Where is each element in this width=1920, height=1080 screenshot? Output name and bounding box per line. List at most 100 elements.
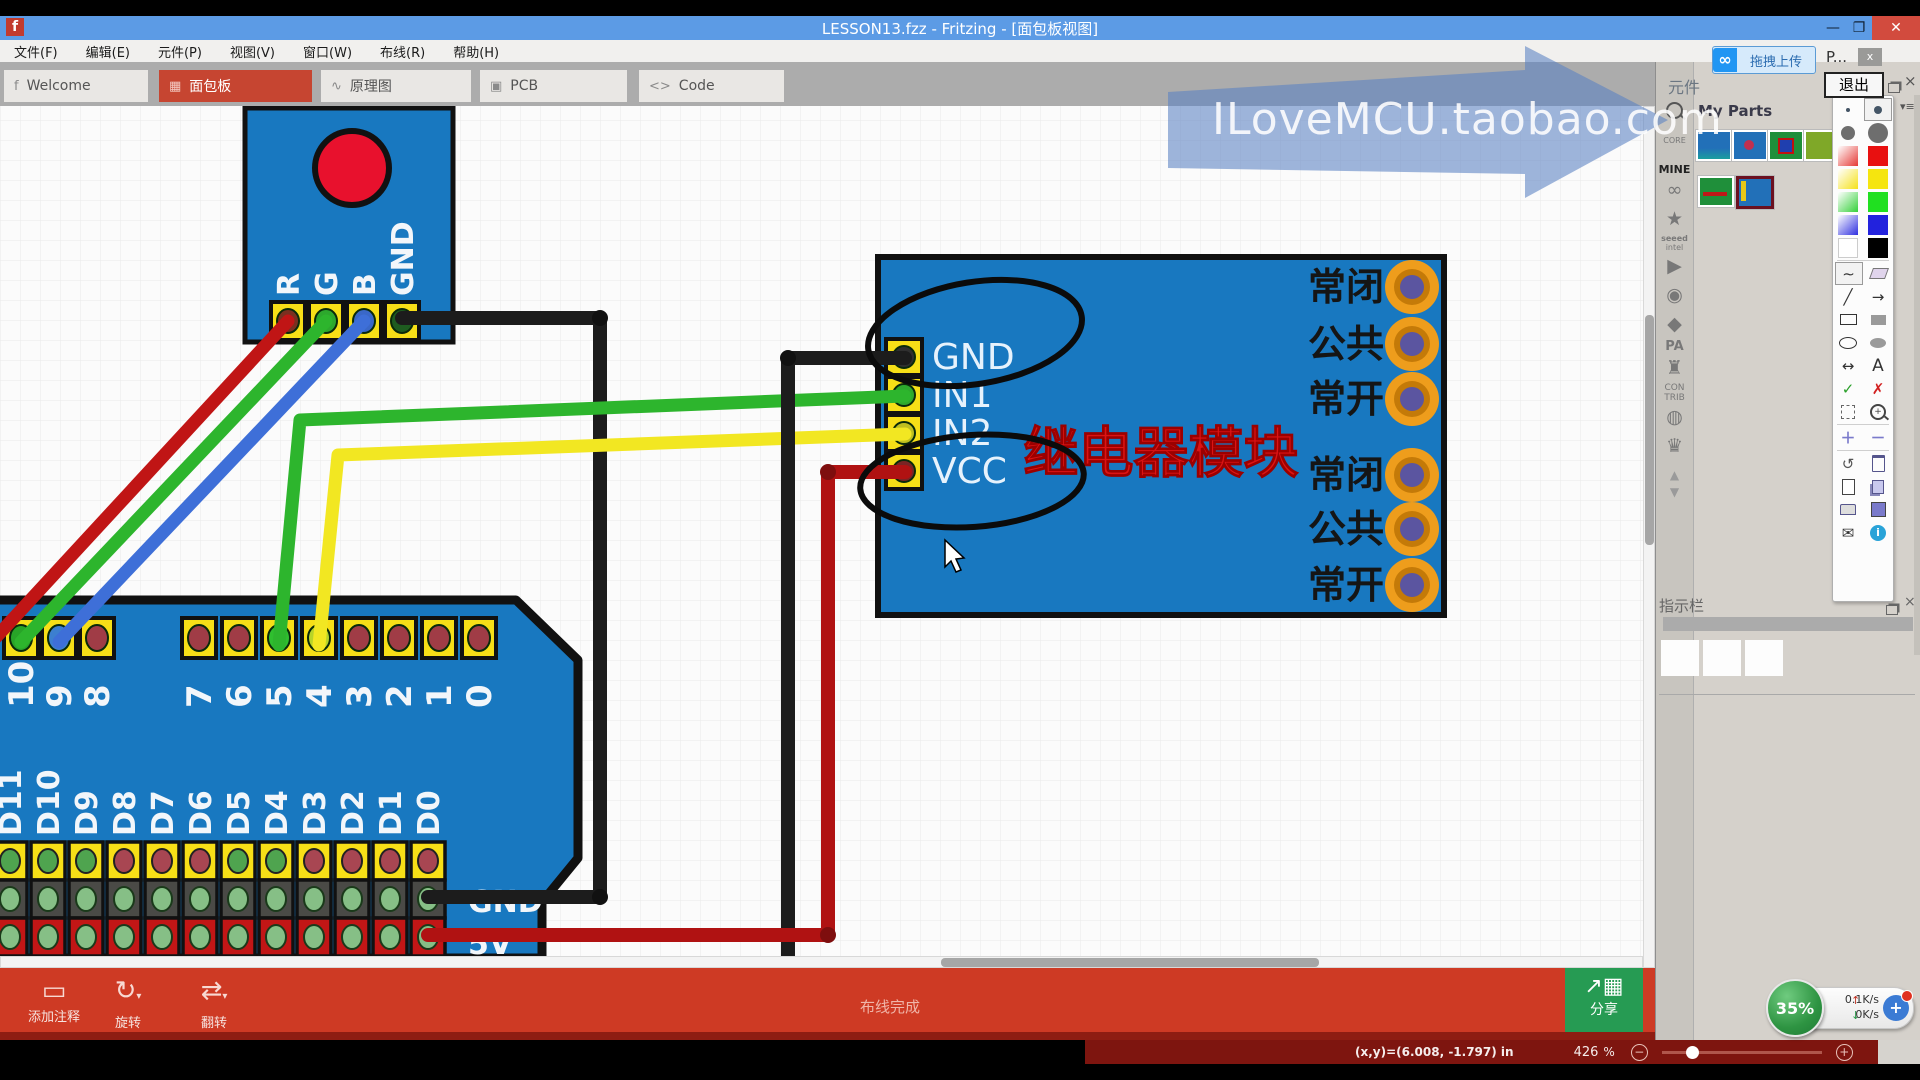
rectangle-tool-icon[interactable] bbox=[1835, 309, 1861, 330]
filled-rectangle-tool-icon[interactable] bbox=[1865, 309, 1891, 330]
eraser-tool-icon[interactable] bbox=[1866, 263, 1892, 284]
menu-file[interactable]: 文件(F) bbox=[14, 45, 58, 61]
menu-edit[interactable]: 编辑(E) bbox=[85, 45, 130, 61]
arduino-logo-icon[interactable]: ∞ bbox=[1666, 179, 1683, 201]
wire-yellow-in2[interactable] bbox=[312, 427, 912, 652]
pen-size-large[interactable] bbox=[1863, 98, 1892, 121]
cc-logo-icon[interactable]: ◉ bbox=[1666, 284, 1683, 306]
color-white[interactable] bbox=[1835, 237, 1861, 258]
color-green-gradient[interactable] bbox=[1835, 191, 1861, 212]
add-note-button[interactable]: ▭ 添加注释 bbox=[18, 976, 90, 1025]
mini-window-close-button[interactable]: x bbox=[1858, 48, 1882, 66]
color-yellow[interactable] bbox=[1865, 168, 1891, 189]
color-black[interactable] bbox=[1865, 237, 1891, 258]
zoom-in-button[interactable]: + bbox=[1835, 1043, 1853, 1061]
wire-bendpoints[interactable] bbox=[592, 310, 836, 943]
new-document-icon[interactable] bbox=[1835, 476, 1861, 497]
menu-help[interactable]: 帮助(H) bbox=[453, 45, 500, 61]
zoom-out-icon[interactable]: － bbox=[1870, 429, 1886, 447]
print-icon[interactable] bbox=[1835, 499, 1861, 520]
crown-logo-icon[interactable]: ♛ bbox=[1665, 435, 1684, 457]
arrow-tool-icon[interactable]: → bbox=[1871, 287, 1885, 306]
adafruit-logo-icon[interactable]: ★ bbox=[1665, 208, 1684, 230]
ellipse-tool-icon[interactable] bbox=[1835, 332, 1861, 353]
search-icon[interactable] bbox=[1666, 102, 1686, 121]
v-scrollbar-thumb[interactable] bbox=[1645, 315, 1654, 545]
memory-percent-ball[interactable]: 35% bbox=[1766, 979, 1824, 1037]
restore-button[interactable]: ❐ bbox=[1852, 20, 1866, 36]
brush-large-icon[interactable] bbox=[1865, 122, 1891, 143]
trash-icon[interactable] bbox=[1865, 453, 1891, 474]
rotate-button[interactable]: ↻▾ 旋转 bbox=[100, 976, 156, 1031]
indicator-float-icon[interactable] bbox=[1886, 600, 1898, 619]
color-red[interactable] bbox=[1865, 145, 1891, 166]
part-thumbnail-selected-module[interactable] bbox=[1735, 175, 1775, 210]
pen-size-small[interactable] bbox=[1835, 99, 1861, 120]
share-button[interactable]: ↗▦ 分享 bbox=[1565, 968, 1643, 1032]
wire-green-rgb-g[interactable] bbox=[14, 314, 333, 649]
parallax-logo-icon[interactable]: ▶ bbox=[1667, 255, 1682, 277]
info-icon[interactable]: i bbox=[1865, 522, 1891, 543]
panel-menu-icon[interactable]: ▾≡ bbox=[1900, 100, 1915, 113]
part-thumbnail-board-2[interactable] bbox=[1731, 129, 1769, 162]
h-scrollbar-thumb[interactable] bbox=[941, 958, 1319, 967]
mail-icon[interactable]: ✉ bbox=[1841, 523, 1855, 542]
intel-logo[interactable]: intel bbox=[1665, 243, 1684, 252]
brush-small-icon[interactable] bbox=[1835, 122, 1861, 143]
dock-close-icon[interactable]: × bbox=[1904, 72, 1917, 90]
freehand-pen-tool[interactable]: ∼ bbox=[1834, 262, 1863, 285]
tab-pcb[interactable]: ▣ PCB bbox=[480, 70, 627, 102]
cross-tool-icon[interactable]: ✗ bbox=[1871, 379, 1885, 398]
h-scrollbar-track[interactable] bbox=[0, 956, 1643, 968]
tab-welcome[interactable]: f Welcome bbox=[4, 70, 148, 102]
wire-green-in1[interactable] bbox=[272, 389, 912, 652]
exit-button[interactable]: 退出 bbox=[1824, 72, 1884, 98]
strip-scroll-down-icon[interactable]: ▼ bbox=[1669, 485, 1680, 499]
indicator-slot-1[interactable] bbox=[1661, 640, 1699, 676]
piano-logo-icon[interactable]: ♜ bbox=[1665, 357, 1684, 379]
double-arrow-tool-icon[interactable]: ↔ bbox=[1841, 356, 1855, 375]
wire-blue-rgb-b[interactable] bbox=[52, 314, 371, 649]
v-scrollbar-track[interactable] bbox=[1643, 106, 1655, 968]
color-green[interactable] bbox=[1865, 191, 1891, 212]
zoom-slider-thumb[interactable] bbox=[1685, 1045, 1699, 1059]
text-tool-icon[interactable]: A bbox=[1872, 355, 1884, 376]
indicator-slot-3[interactable] bbox=[1745, 640, 1783, 676]
drag-upload-button[interactable]: ∞ 拖拽上传 bbox=[1712, 46, 1816, 74]
select-region-tool-icon[interactable] bbox=[1835, 401, 1861, 422]
flip-button[interactable]: ⇄▾ 翻转 bbox=[186, 976, 242, 1031]
line-tool-icon[interactable]: ╱ bbox=[1843, 287, 1853, 306]
undo-icon[interactable]: ↺ bbox=[1841, 454, 1855, 473]
sparkfun-logo-icon[interactable]: ◍ bbox=[1666, 406, 1683, 428]
zoom-region-tool-icon[interactable]: + bbox=[1865, 401, 1891, 422]
parts-scrollbar[interactable] bbox=[1914, 95, 1920, 655]
indicator-close-icon[interactable]: × bbox=[1904, 594, 1916, 610]
part-thumbnail-arduino-uno[interactable] bbox=[1695, 129, 1733, 162]
menu-part[interactable]: 元件(P) bbox=[157, 45, 202, 61]
zoom-out-button[interactable]: − bbox=[1630, 1043, 1648, 1061]
category-mine[interactable]: MINE bbox=[1658, 163, 1691, 176]
color-blue[interactable] bbox=[1865, 214, 1891, 235]
color-blue-gradient[interactable] bbox=[1835, 214, 1861, 235]
wire-red-rgb-r[interactable] bbox=[0, 314, 295, 660]
tab-breadboard[interactable]: ▦ 面包板 bbox=[159, 70, 312, 102]
menu-window[interactable]: 窗口(W) bbox=[303, 45, 353, 61]
dock-float-icon[interactable] bbox=[1888, 78, 1900, 97]
check-tool-icon[interactable]: ✓ bbox=[1841, 379, 1855, 398]
menu-view[interactable]: 视图(V) bbox=[229, 45, 276, 61]
strip-scroll-up-icon[interactable]: ▲ bbox=[1669, 468, 1680, 482]
save-icon[interactable] bbox=[1865, 499, 1891, 520]
close-button[interactable]: ✕ bbox=[1872, 16, 1920, 40]
menu-routing[interactable]: 布线(R) bbox=[380, 45, 426, 61]
color-red-gradient[interactable] bbox=[1835, 145, 1861, 166]
zoom-in-icon[interactable]: ＋ bbox=[1840, 429, 1856, 447]
accelerate-button[interactable]: + bbox=[1883, 995, 1909, 1021]
part-thumbnail-board-3[interactable] bbox=[1767, 129, 1805, 162]
wire-black-rgb-gnd[interactable] bbox=[395, 311, 607, 904]
category-core[interactable]: CORE bbox=[1663, 136, 1686, 145]
tab-code[interactable]: <> Code bbox=[639, 70, 784, 102]
filled-ellipse-tool-icon[interactable] bbox=[1865, 332, 1891, 353]
